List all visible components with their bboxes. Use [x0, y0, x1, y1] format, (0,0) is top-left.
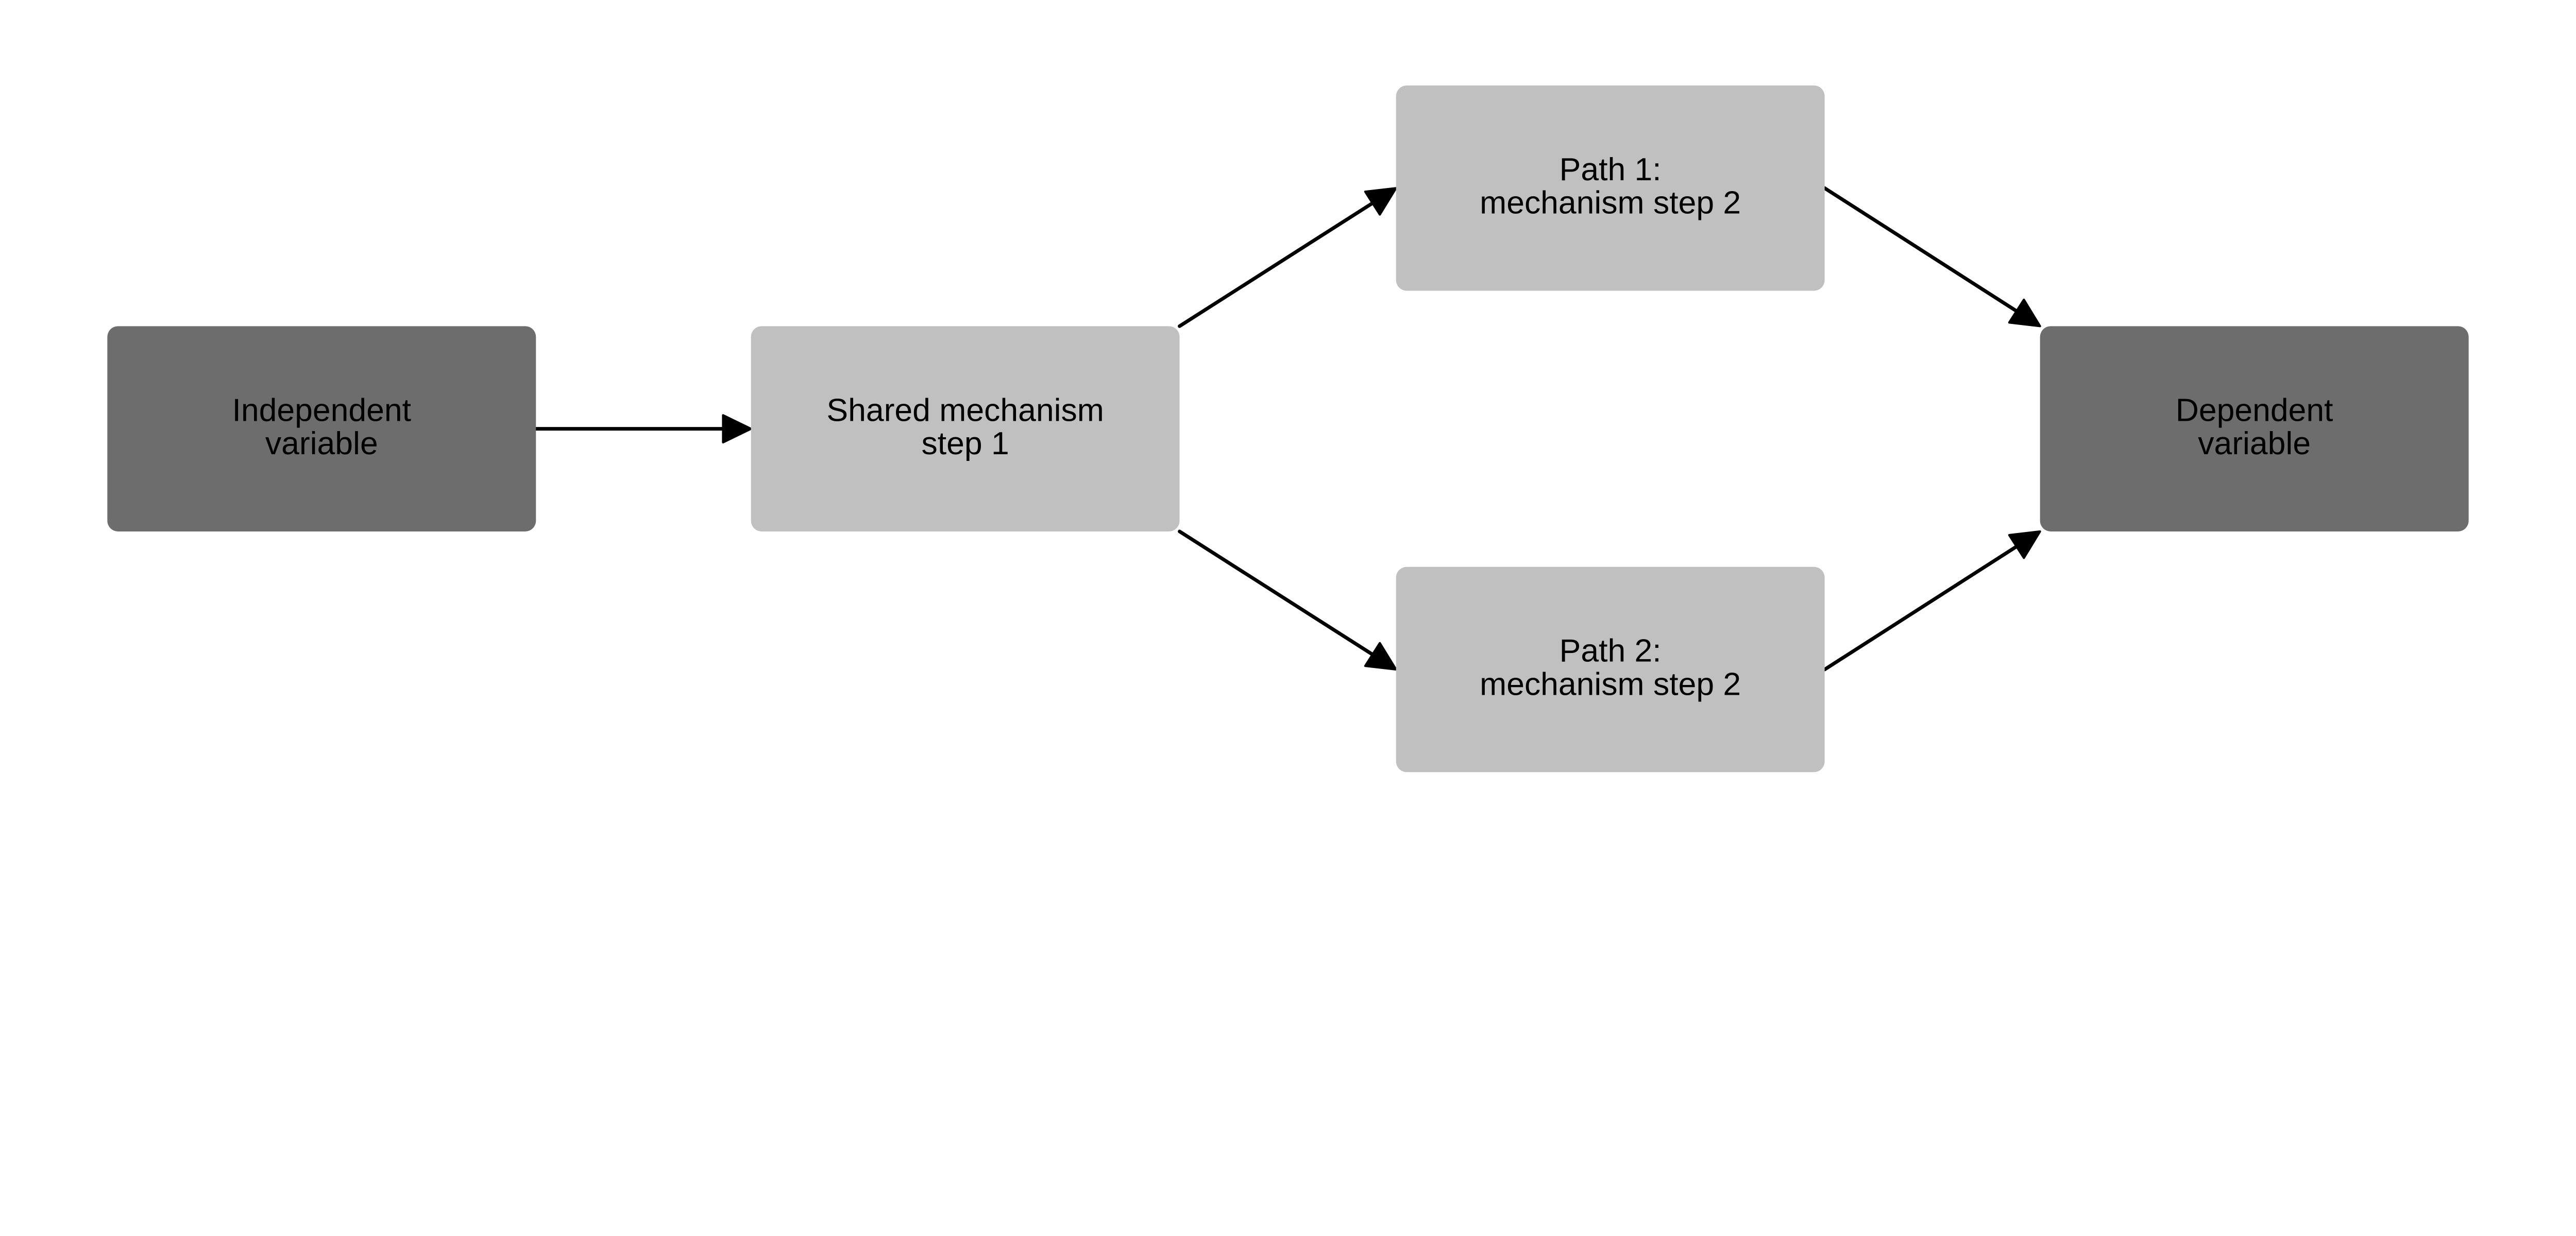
- node-path1-box: [1396, 85, 1825, 291]
- node-dependent-box: [2040, 326, 2469, 531]
- mechanism-diagram: Independent variable Shared mechanism st…: [107, 85, 2469, 772]
- arrow-path1-to-dependent: [1823, 186, 2019, 313]
- node-independent-line-2: variable: [265, 425, 378, 461]
- node-independent-line-1: Independent: [232, 392, 411, 428]
- arrow-shared-to-path1: [1178, 201, 1375, 328]
- node-shared-line-2: step 1: [921, 425, 1009, 461]
- arrowhead-icon: [2008, 298, 2041, 328]
- node-dependent-line-1: Dependent: [2176, 392, 2333, 428]
- node-path2-line-1: Path 2:: [1560, 633, 1662, 669]
- arrow-shared-to-path2: [1178, 529, 1375, 657]
- node-path2: Path 2: mechanism step 2: [1396, 566, 1825, 772]
- node-shared: Shared mechanism step 1: [751, 326, 1180, 531]
- node-path1-line-1: Path 1:: [1560, 151, 1662, 187]
- node-path2-box: [1396, 566, 1825, 772]
- node-independent-box: [107, 326, 536, 531]
- node-dependent-line-2: variable: [2198, 425, 2311, 461]
- arrowhead-icon: [1364, 187, 1397, 216]
- node-independent: Independent variable: [107, 326, 536, 531]
- node-path1-line-2: mechanism step 2: [1480, 185, 1741, 221]
- arrow-path2-to-dependent: [1823, 544, 2019, 672]
- arrowhead-icon: [1364, 642, 1397, 671]
- node-path2-line-2: mechanism step 2: [1480, 666, 1741, 702]
- arrowhead-icon: [2008, 530, 2041, 559]
- arrowhead-icon: [722, 414, 752, 444]
- node-shared-box: [751, 326, 1180, 531]
- node-path1: Path 1: mechanism step 2: [1396, 85, 1825, 291]
- node-dependent: Dependent variable: [2040, 326, 2469, 531]
- edges: [534, 186, 2041, 672]
- node-shared-line-1: Shared mechanism: [826, 392, 1104, 428]
